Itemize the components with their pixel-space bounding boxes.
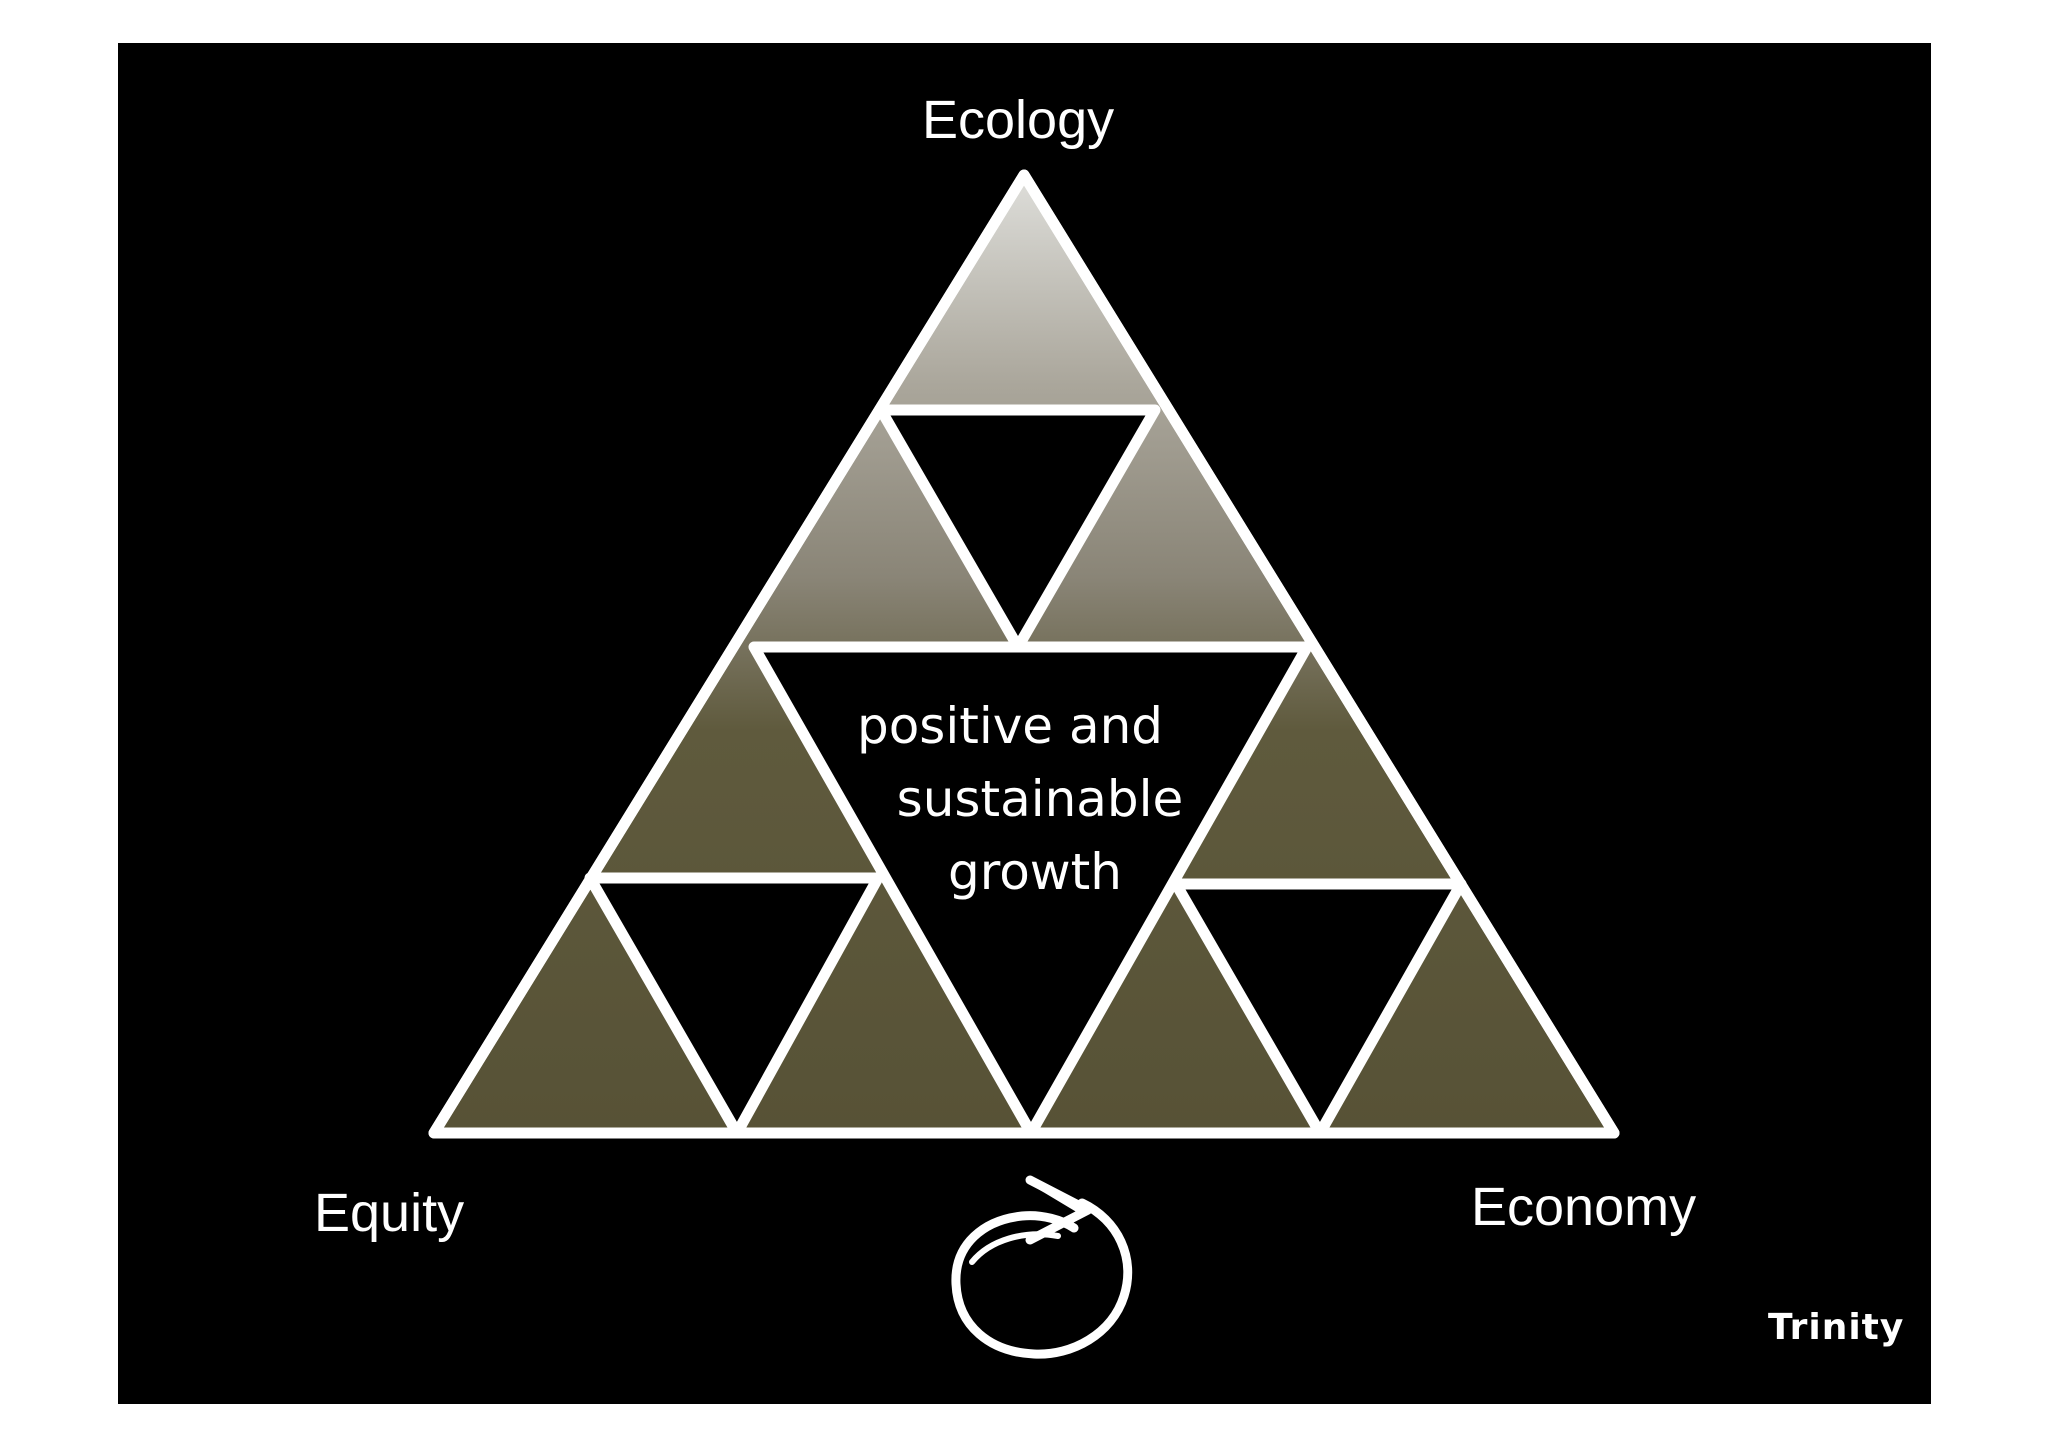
vertex-label-ecology: Ecology — [922, 90, 1115, 150]
vertex-label-economy: Economy — [1471, 1177, 1697, 1237]
cycle-arrow-icon — [951, 1175, 1133, 1359]
center-inverted-triangle — [748, 641, 1313, 1139]
center-caption-line-3: growth — [948, 843, 1122, 901]
center-caption-line-1: positive and — [856, 697, 1164, 755]
vertex-label-equity: Equity — [314, 1183, 465, 1243]
left-inverted-triangle — [584, 872, 884, 1139]
logo-text: Trinity — [1768, 1307, 1905, 1348]
center-caption: positive and sustainable growth — [820, 690, 1240, 909]
outer-triangle-outline — [428, 169, 1620, 1139]
trinity-logo-icon: Trinity — [1768, 1310, 1904, 1346]
top-inverted-triangle — [875, 404, 1161, 653]
right-inverted-triangle — [1170, 878, 1467, 1139]
center-caption-line-2: sustainable — [896, 770, 1184, 828]
